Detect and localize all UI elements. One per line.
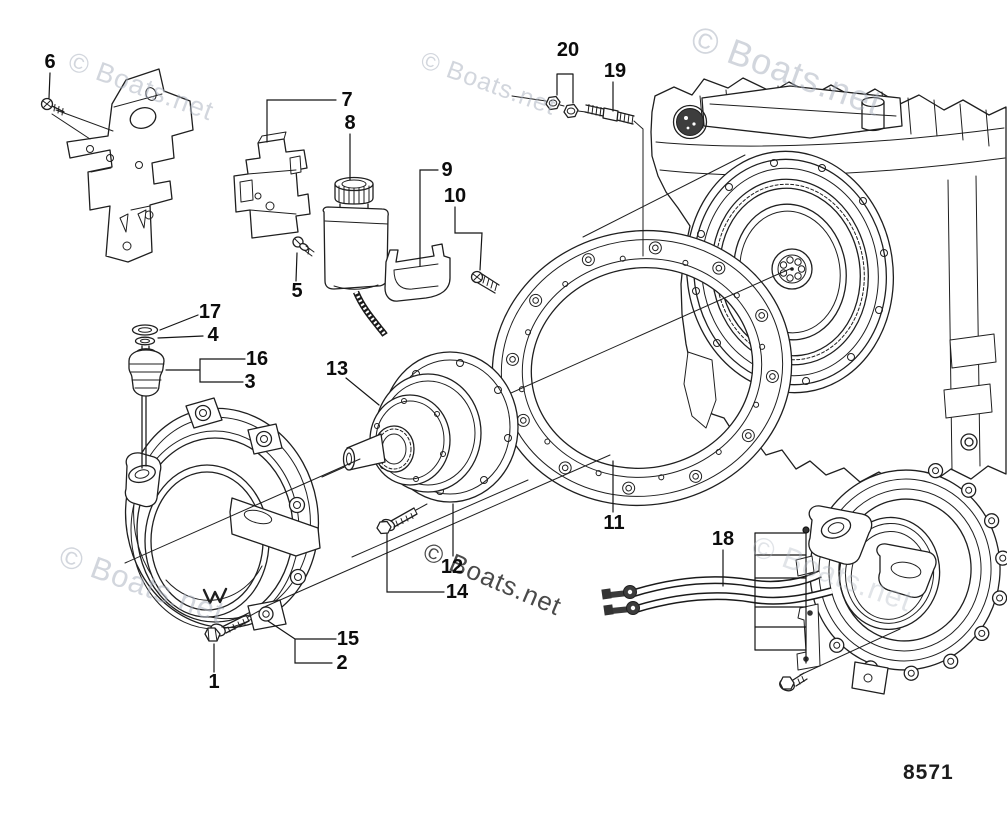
callout-7: 7 xyxy=(341,89,353,111)
callout-4: 4 xyxy=(207,324,219,346)
callout-5: 5 xyxy=(291,280,303,302)
callout-13: 13 xyxy=(325,358,349,380)
nuts-20 xyxy=(511,95,587,119)
rear-housing-bolt xyxy=(779,628,901,692)
callout-3: 3 xyxy=(244,371,256,393)
bolt-1 xyxy=(204,610,260,642)
callout-20: 20 xyxy=(556,39,580,61)
drawing-number: 8571 xyxy=(903,761,954,784)
callout-12: 12 xyxy=(440,556,464,578)
hose-leader-ladder xyxy=(754,526,810,664)
callout-19: 19 xyxy=(603,60,627,82)
screw-5 xyxy=(292,236,315,257)
bolt-6 xyxy=(40,97,114,140)
callout-11: 11 xyxy=(603,512,625,534)
callout-8: 8 xyxy=(344,112,356,134)
callout-18: 18 xyxy=(711,528,735,550)
rear-housing xyxy=(808,462,1007,695)
drive-coupler xyxy=(342,351,519,503)
callout-1: 1 xyxy=(208,671,220,693)
mounting-bracket-6 xyxy=(66,68,194,263)
engine-mount-parts xyxy=(128,324,165,469)
bracket-7 xyxy=(233,131,311,239)
callout-15: 15 xyxy=(336,628,360,650)
bolt-14 xyxy=(376,503,428,535)
callout-14: 14 xyxy=(445,581,469,603)
stud-19 xyxy=(584,104,644,257)
callout-2: 2 xyxy=(336,652,348,674)
engine-assembly xyxy=(650,77,1007,486)
housing-axis-lines xyxy=(124,458,361,609)
callout-9: 9 xyxy=(441,159,453,181)
flywheel-hub xyxy=(771,248,813,290)
hose-assembly xyxy=(601,555,834,671)
callout-17: 17 xyxy=(198,301,222,323)
callout-16: 16 xyxy=(245,348,269,370)
bolt-10 xyxy=(470,270,500,294)
reservoir-8 xyxy=(322,176,389,337)
callout-6: 6 xyxy=(44,51,56,73)
clamp-bracket-9 xyxy=(384,243,451,302)
callout-leader-lines xyxy=(48,72,724,673)
flywheel-housing-front xyxy=(124,397,321,631)
callout-10: 10 xyxy=(443,185,467,207)
